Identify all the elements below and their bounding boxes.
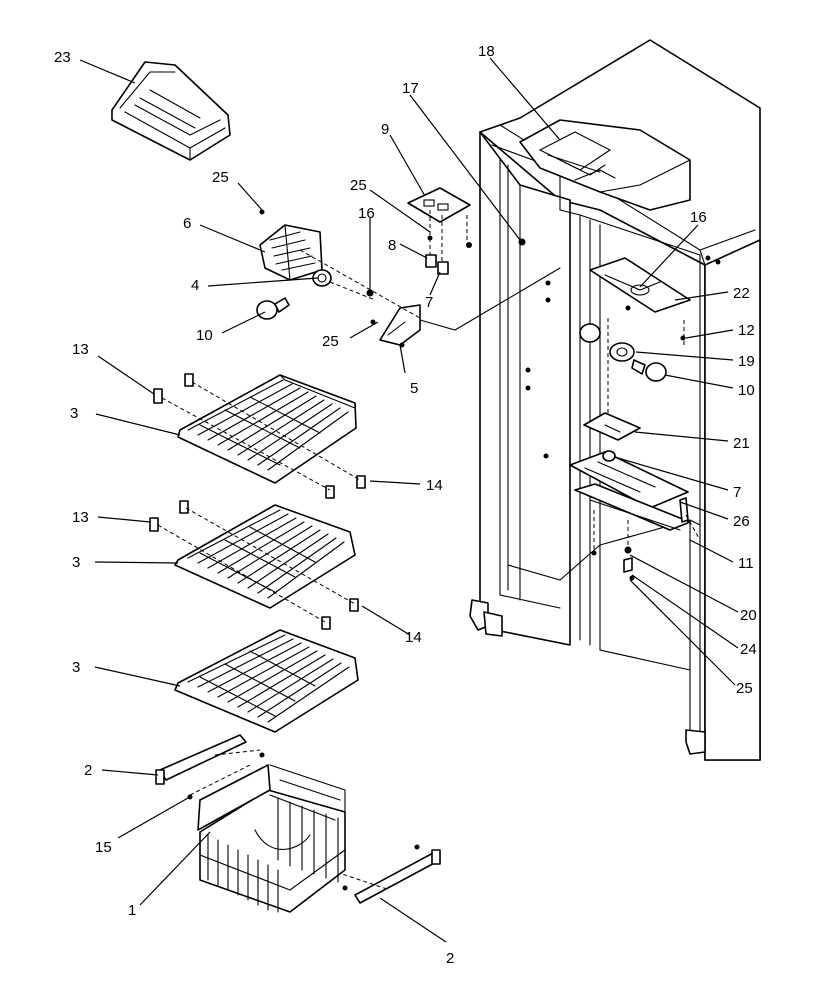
callout-24: 24 xyxy=(740,641,757,658)
light-bulb xyxy=(631,359,667,382)
shelf xyxy=(174,504,356,609)
callout-13: 13 xyxy=(72,509,89,526)
callout-3: 3 xyxy=(72,659,80,676)
leader-lines xyxy=(79,57,739,943)
callout-9: 9 xyxy=(381,121,389,138)
callout-26: 26 xyxy=(733,513,750,530)
callout-19: 19 xyxy=(738,353,755,370)
callout-6: 6 xyxy=(183,215,191,232)
shelf xyxy=(177,374,357,484)
callout-5: 5 xyxy=(410,380,418,397)
light-bulb xyxy=(256,297,290,320)
callout-2: 2 xyxy=(84,762,92,779)
dispenser xyxy=(519,119,691,211)
cabinet xyxy=(469,39,761,761)
lamp-socket xyxy=(579,323,635,362)
shelf xyxy=(174,629,359,733)
shelf-support xyxy=(149,373,366,630)
bracket xyxy=(569,450,691,581)
callout-23: 23 xyxy=(54,49,71,66)
callout-14: 14 xyxy=(426,477,443,494)
callout-22: 22 xyxy=(733,285,750,302)
callout-14: 14 xyxy=(405,629,422,646)
callout-10: 10 xyxy=(738,382,755,399)
callout-21: 21 xyxy=(733,435,750,452)
callout-1: 1 xyxy=(128,902,136,919)
callout-4: 4 xyxy=(191,277,199,294)
lamp-socket xyxy=(312,269,332,287)
callout-16: 16 xyxy=(358,205,375,222)
callout-8: 8 xyxy=(388,237,396,254)
mounting-plate xyxy=(407,187,471,223)
callout-13: 13 xyxy=(72,341,89,358)
callout-3: 3 xyxy=(70,405,78,422)
light-housing xyxy=(589,257,691,341)
callout-7: 7 xyxy=(733,484,741,501)
callout-labels: 23 25 6 4 10 9 25 16 8 7 25 5 17 18 16 2… xyxy=(54,43,757,967)
callout-15: 15 xyxy=(95,839,112,856)
slide-rail xyxy=(155,734,441,904)
callout-11: 11 xyxy=(738,555,754,572)
bracket xyxy=(583,412,641,441)
callout-20: 20 xyxy=(740,607,757,624)
bin xyxy=(111,61,231,161)
bracket xyxy=(366,289,421,346)
callout-25: 25 xyxy=(212,169,229,186)
callout-2: 2 xyxy=(446,950,454,967)
callout-18: 18 xyxy=(478,43,495,60)
callout-16: 16 xyxy=(690,209,707,226)
basket xyxy=(197,764,346,913)
light-shield xyxy=(259,224,323,281)
callout-3: 3 xyxy=(72,554,80,571)
callout-17: 17 xyxy=(402,80,419,97)
callout-25: 25 xyxy=(736,680,753,697)
callout-12: 12 xyxy=(738,322,755,339)
callout-10: 10 xyxy=(196,327,213,344)
callout-25: 25 xyxy=(350,177,367,194)
callout-25: 25 xyxy=(322,333,339,350)
callout-7: 7 xyxy=(425,294,433,311)
